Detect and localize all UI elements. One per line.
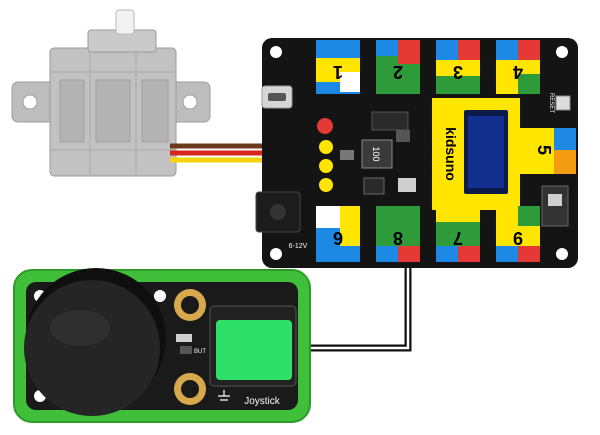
regulator-chip — [363, 177, 385, 195]
servo-motor — [11, 9, 211, 177]
joystick-module: BUT Joystick — [13, 268, 311, 423]
port-5[interactable]: 5 — [520, 128, 576, 174]
ground-symbol — [218, 390, 230, 401]
port-7-label: 7 — [453, 228, 463, 248]
port-5-label: 5 — [534, 145, 554, 155]
port-6-label: 6 — [333, 228, 343, 248]
pcb-mark: BUT — [194, 349, 206, 355]
port-8-label: 8 — [393, 228, 403, 248]
inductor-label: 100 — [371, 146, 381, 161]
reset-button[interactable] — [555, 95, 571, 111]
led-3 — [319, 178, 333, 192]
servo-ear-hole-right — [182, 94, 198, 110]
servo-shaft — [115, 9, 135, 35]
port-1-label: 1 — [333, 62, 343, 82]
board-hole-bl — [270, 248, 282, 260]
reset-label: RESET — [548, 93, 554, 113]
port-4-label: 4 — [513, 62, 523, 82]
port-2-label: 2 — [393, 62, 403, 82]
brand-label: kidsuno — [443, 127, 459, 181]
port-9[interactable]: 9 — [496, 206, 540, 262]
joystick-button[interactable] — [216, 320, 292, 380]
power-led — [317, 118, 333, 134]
port-2[interactable]: 2 — [376, 40, 420, 94]
board-hole-br — [556, 248, 568, 260]
port-6[interactable]: 6 — [316, 206, 360, 262]
joystick-knob[interactable] — [24, 280, 160, 416]
port-8[interactable]: 8 — [376, 206, 420, 262]
oled-display: kidsuno — [432, 98, 520, 210]
port-3[interactable]: 3 — [436, 40, 480, 94]
port-1[interactable]: 1 — [316, 40, 360, 94]
joystick-label: Joystick — [244, 396, 281, 407]
port-4[interactable]: 4 — [496, 40, 540, 94]
microcontroller-chip — [371, 111, 409, 131]
power-label: 6-12V — [289, 243, 308, 250]
joystick-cable — [294, 262, 412, 352]
led-2 — [319, 159, 333, 173]
port-7[interactable]: 7 — [436, 206, 480, 262]
led-1 — [319, 140, 333, 154]
board-hole-tr — [556, 46, 568, 58]
kidsuno-board: 1 2 3 4 — [255, 38, 578, 268]
port-9-label: 9 — [513, 228, 523, 248]
port-3-label: 3 — [453, 62, 463, 82]
joystick-hole-tr — [154, 290, 166, 302]
board-hole-tl — [270, 46, 282, 58]
servo-ear-hole-left — [22, 94, 38, 110]
inductor — [361, 139, 393, 169]
